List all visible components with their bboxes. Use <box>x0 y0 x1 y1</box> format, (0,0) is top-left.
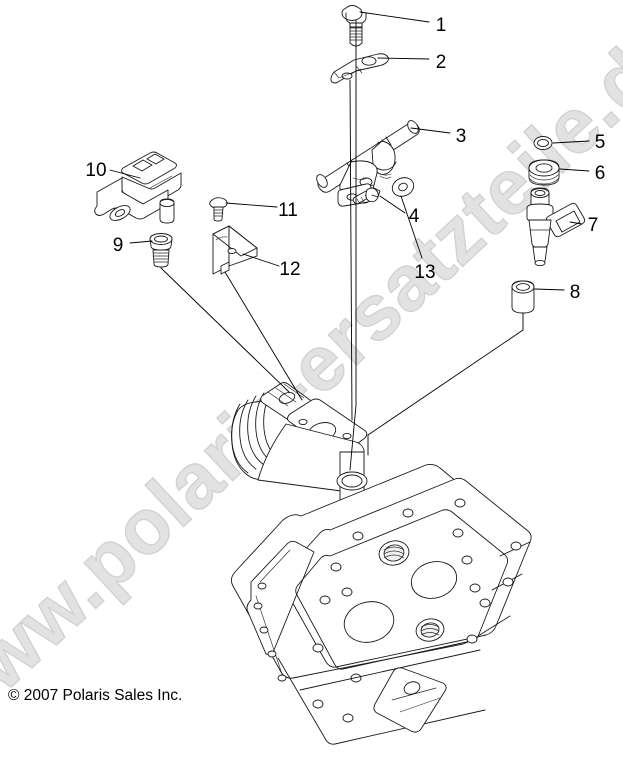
callout-7: 7 <box>588 215 599 236</box>
part-bracket-screw <box>209 197 228 222</box>
part-rail-mounting-bolt <box>352 187 381 205</box>
callout-4: 4 <box>409 206 420 227</box>
callout-10: 10 <box>85 160 106 181</box>
leader-lines <box>109 11 590 471</box>
assembly-throttle-body <box>231 382 368 501</box>
part-rail-washer <box>391 177 415 197</box>
leader-12-to-assembly <box>224 271 303 401</box>
leader-8-to-assembly <box>367 312 524 436</box>
part-throttle-position-sensor <box>94 151 182 224</box>
part-injector-cushion-sleeve <box>511 280 535 314</box>
leader-12 <box>242 253 280 267</box>
part-injector-o-ring <box>533 136 553 150</box>
leader-8 <box>534 288 565 291</box>
leader-11 <box>225 202 278 208</box>
leader-2 <box>377 57 430 60</box>
callout-9: 9 <box>113 235 124 256</box>
leader-1-to-assembly <box>349 19 357 471</box>
copyright-notice: © 2007 Polaris Sales Inc. <box>8 687 182 704</box>
leader-1 <box>359 11 430 23</box>
part-injector-seal <box>528 159 560 186</box>
part-cable-clamp-bracket <box>330 53 389 84</box>
callout-12: 12 <box>279 259 300 280</box>
callout-6: 6 <box>595 163 606 184</box>
callout-5: 5 <box>595 132 606 153</box>
leader-6 <box>559 168 590 172</box>
callout-1: 1 <box>436 15 447 36</box>
leader-7 <box>569 221 583 225</box>
part-threaded-plug <box>149 233 173 268</box>
callout-3: 3 <box>456 126 467 147</box>
leader-5 <box>552 140 590 144</box>
leader-10 <box>109 169 141 179</box>
leader-13 <box>400 195 423 259</box>
leader-9-to-assembly <box>160 267 290 393</box>
part-fuel-injector <box>526 187 586 267</box>
leader-4 <box>379 195 406 214</box>
callout-13: 13 <box>414 262 435 283</box>
assembly-cylinder-head <box>230 463 532 745</box>
callout-11: 11 <box>278 200 298 221</box>
callout-8: 8 <box>570 282 581 303</box>
leader-9 <box>129 240 153 244</box>
leader-2-to-assembly <box>349 79 353 421</box>
callout-2: 2 <box>436 52 447 73</box>
leader-3 <box>410 127 451 134</box>
